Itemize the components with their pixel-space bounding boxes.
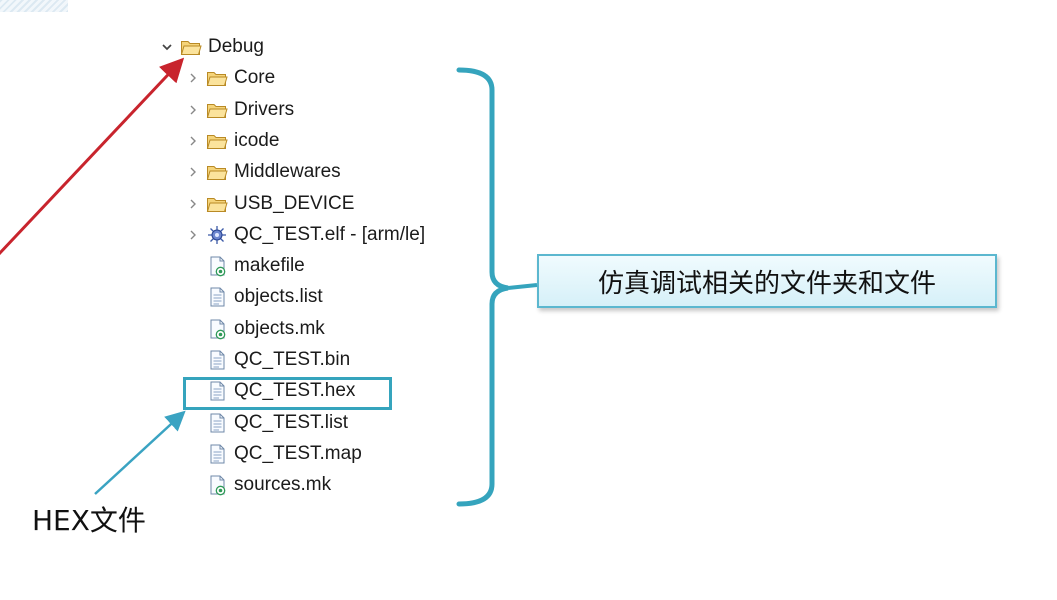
tree-item[interactable]: Drivers <box>186 95 294 125</box>
tree-item[interactable]: sources.mk <box>186 470 331 500</box>
folder-open-icon <box>206 67 228 89</box>
folder-open-icon <box>206 193 228 215</box>
tree-item[interactable]: objects.list <box>186 282 323 312</box>
binary-bug-icon <box>206 224 228 246</box>
text-file-icon <box>206 412 228 434</box>
tree-item-label: QC_TEST.map <box>234 442 362 464</box>
tree-item-label: objects.list <box>234 286 323 308</box>
tree-item[interactable]: QC_TEST.bin <box>186 345 350 375</box>
chevron-right-icon[interactable] <box>186 71 200 85</box>
chevron-right-icon[interactable] <box>186 228 200 242</box>
tree-item[interactable]: Core <box>186 63 275 93</box>
tree-item[interactable]: makefile <box>186 251 305 281</box>
tree-item[interactable]: QC_TEST.map <box>186 439 362 469</box>
tree-item[interactable]: icode <box>186 126 279 156</box>
tree-item-label: Core <box>234 67 276 89</box>
tree-item-label: objects.mk <box>234 317 325 339</box>
tree-item[interactable]: QC_TEST.elf - [arm/le] <box>186 220 425 250</box>
hex-file-note: HEX文件 <box>32 504 146 537</box>
indent-spacer <box>186 353 200 367</box>
makefile-icon <box>206 474 228 496</box>
tree-item[interactable]: Middlewares <box>186 157 341 187</box>
makefile-icon <box>206 318 228 340</box>
tree-item[interactable]: QC_TEST.list <box>186 408 348 438</box>
tree-item-label: Middlewares <box>234 161 341 183</box>
chevron-down-icon[interactable] <box>160 40 174 54</box>
tree-item-label: USB_DEVICE <box>234 192 355 214</box>
text-file-icon <box>206 380 228 402</box>
corner-decoration <box>0 0 68 12</box>
tree-item-label: QC_TEST.hex <box>234 380 356 402</box>
tree-item-label: QC_TEST.list <box>234 411 349 433</box>
chevron-right-icon[interactable] <box>186 103 200 117</box>
chevron-right-icon[interactable] <box>186 134 200 148</box>
debug-files-callout: 仿真调试相关的文件夹和文件 <box>537 254 997 308</box>
chevron-right-icon[interactable] <box>186 165 200 179</box>
indent-spacer <box>186 478 200 492</box>
hex-file-highlight-box <box>183 377 392 410</box>
tree-item[interactable]: USB_DEVICE <box>186 189 354 219</box>
tree-item-label: QC_TEST.bin <box>234 349 351 370</box>
tree-item-label: sources.mk <box>234 474 332 496</box>
folder-open-icon <box>206 161 228 183</box>
tree-item-label: makefile <box>234 255 305 277</box>
indent-spacer <box>186 259 200 273</box>
folder-open-icon <box>206 99 228 121</box>
chevron-right-icon[interactable] <box>186 197 200 211</box>
text-file-icon <box>206 286 228 308</box>
text-file-icon <box>206 443 228 465</box>
tree-item[interactable]: objects.mk <box>186 314 325 344</box>
tree-item[interactable]: QC_TEST.hex <box>186 376 355 406</box>
tree-item-label: icode <box>234 129 280 151</box>
indent-spacer <box>186 447 200 461</box>
tree-item-label: Debug <box>208 36 264 57</box>
callout-text: 仿真调试相关的文件夹和文件 <box>597 268 936 299</box>
indent-spacer <box>186 416 200 430</box>
indent-spacer <box>186 322 200 336</box>
tree-item-label: Drivers <box>234 98 295 120</box>
text-file-icon <box>206 349 228 371</box>
folder-open-icon <box>206 130 228 152</box>
folder-open-icon <box>180 36 202 58</box>
tree-item[interactable]: Debug <box>160 32 264 62</box>
tree-item-label: QC_TEST.elf - [arm/le] <box>234 223 426 245</box>
makefile-icon <box>206 255 228 277</box>
indent-spacer <box>186 290 200 304</box>
